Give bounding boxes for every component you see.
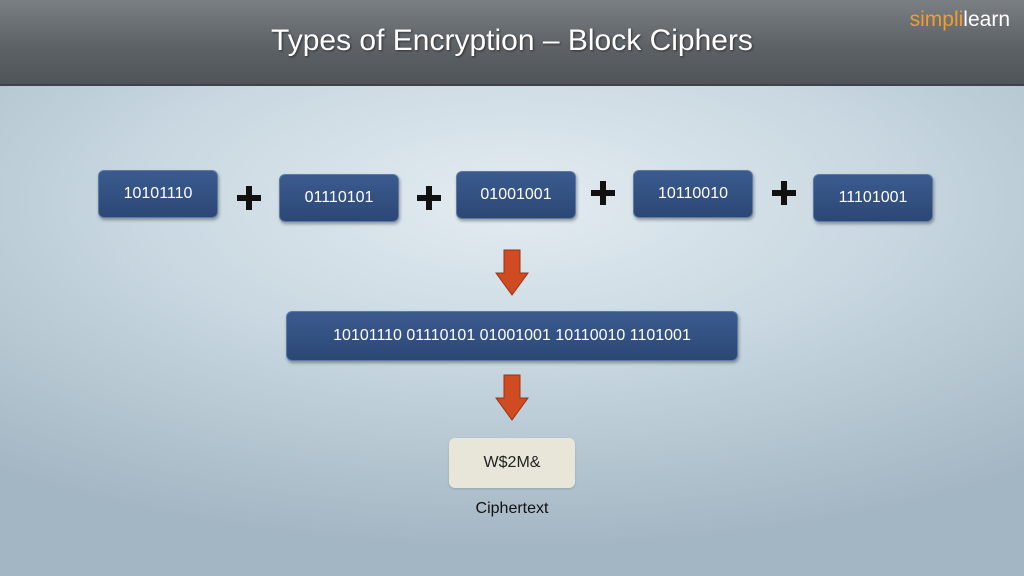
plus-icon (237, 186, 261, 210)
binary-block-3: 01001001 (456, 171, 576, 219)
ciphertext-label: Ciphertext (475, 500, 549, 517)
simplilearn-logo: simplilearn (910, 8, 1010, 32)
combined-block: 10101110 01110101 01001001 10110010 1101… (286, 311, 738, 361)
logo-part-learn: learn (963, 8, 1010, 31)
binary-block-2: 01110101 (279, 174, 399, 222)
logo-part-simpl: simpl (909, 8, 959, 31)
down-arrow-icon (495, 374, 529, 421)
plus-icon (417, 186, 441, 210)
slide-title: Types of Encryption – Block Ciphers (271, 24, 753, 57)
plus-icon (591, 181, 615, 205)
ciphertext-box: W$2M& (449, 438, 575, 488)
binary-block-5: 11101001 (813, 174, 933, 222)
plus-icon (772, 181, 796, 205)
binary-block-4: 10110010 (633, 170, 753, 218)
slide-header: Types of Encryption – Block Ciphers simp… (0, 0, 1024, 86)
binary-block-1: 10101110 (98, 170, 218, 218)
logo-separator: i (958, 8, 964, 31)
down-arrow-icon (495, 249, 529, 296)
